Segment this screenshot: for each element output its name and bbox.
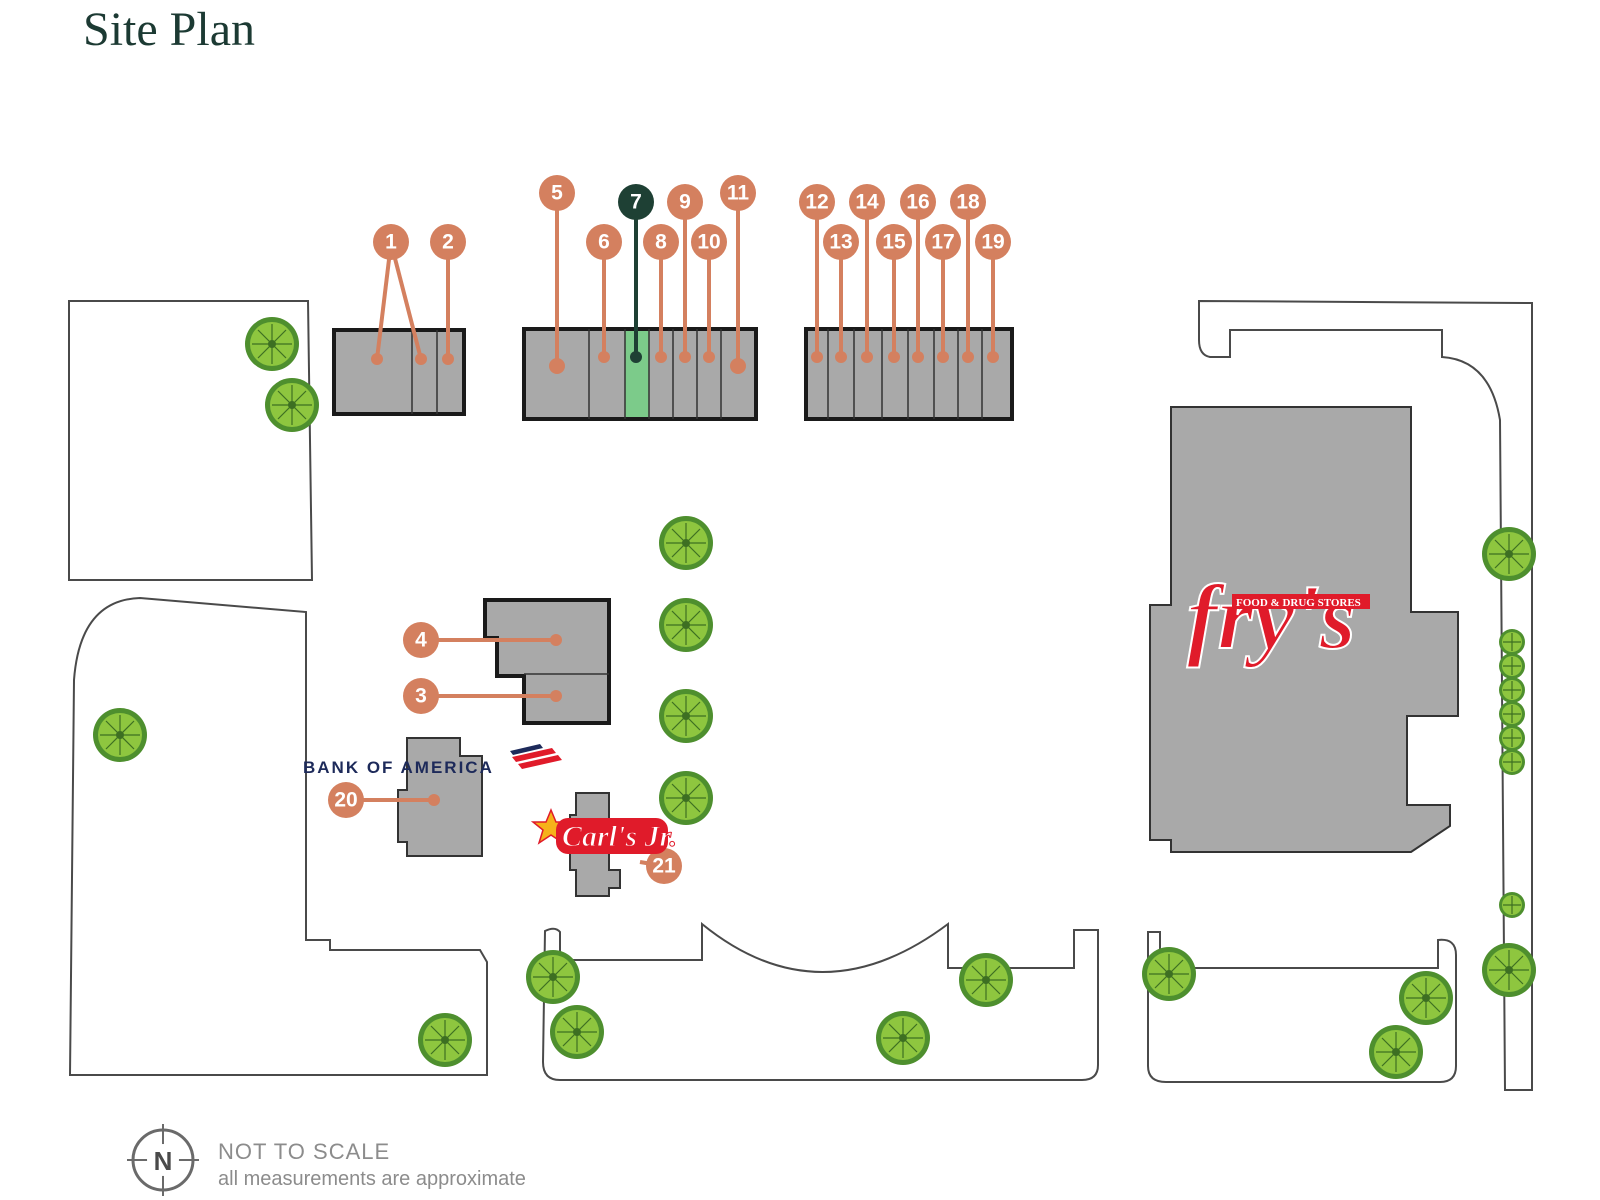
svg-text:9: 9	[679, 191, 691, 214]
building-grocery-anchor	[1149, 406, 1459, 853]
restaurant-logo: Carl's Jr.	[530, 808, 678, 854]
tree-icon	[1498, 748, 1526, 776]
svg-text:17: 17	[931, 231, 954, 254]
building-units-1-2	[332, 328, 466, 416]
grocery-logo: fry's FOOD & DRUG STORES	[1186, 565, 1370, 669]
svg-text:10: 10	[697, 231, 720, 254]
svg-text:14: 14	[855, 191, 879, 214]
tree-icon	[1498, 700, 1526, 728]
svg-text:FOOD & DRUG STORES: FOOD & DRUG STORES	[1236, 597, 1361, 609]
scale-notes: NOT TO SCALE all measurements are approx…	[218, 1138, 526, 1192]
tree-icon	[658, 515, 714, 571]
tree-icon	[1481, 526, 1537, 582]
tenant-marker-7-selected[interactable]: 7	[618, 184, 654, 220]
tree-icon	[658, 597, 714, 653]
svg-text:5: 5	[551, 182, 563, 205]
svg-text:13: 13	[829, 231, 852, 254]
not-to-scale-note: NOT TO SCALE	[218, 1139, 391, 1164]
tree-icon	[875, 1010, 931, 1066]
lot-outline-east-strip	[1198, 299, 1533, 1091]
svg-text:19: 19	[981, 231, 1004, 254]
tree-icon	[549, 1004, 605, 1060]
tenant-marker-18[interactable]: 18	[950, 184, 986, 220]
svg-text:3: 3	[415, 685, 427, 708]
tenant-marker-19[interactable]: 19	[975, 224, 1011, 260]
tenant-marker-1[interactable]: 1	[373, 224, 409, 260]
tenant-marker-5[interactable]: 5	[539, 175, 575, 211]
tree-icon	[1398, 970, 1454, 1026]
svg-text:8: 8	[655, 231, 667, 254]
tenant-marker-16[interactable]: 16	[900, 184, 936, 220]
tenant-marker-10[interactable]: 10	[691, 224, 727, 260]
page-title: Site Plan	[83, 3, 256, 56]
tree-icon	[1498, 652, 1526, 680]
svg-text:N: N	[154, 1146, 173, 1176]
svg-text:2: 2	[442, 231, 454, 254]
tenant-marker-6[interactable]: 6	[586, 224, 622, 260]
lot-outline-southeast	[1147, 931, 1457, 1083]
lot-outline-south-center	[541, 921, 1099, 1081]
tenant-marker-11[interactable]: 11	[720, 175, 756, 211]
building-bank-pad	[397, 737, 483, 857]
svg-text:18: 18	[956, 191, 980, 214]
tenant-marker-9[interactable]: 9	[667, 184, 703, 220]
tenant-marker-2[interactable]: 2	[430, 224, 466, 260]
svg-text:16: 16	[906, 191, 929, 214]
svg-text:20: 20	[334, 789, 357, 812]
tenant-marker-12[interactable]: 12	[799, 184, 835, 220]
tree-icon	[1368, 1024, 1424, 1080]
tenant-marker-13[interactable]: 13	[823, 224, 859, 260]
tree-icon	[92, 707, 148, 763]
svg-text:6: 6	[598, 231, 610, 254]
tree-icon	[958, 952, 1014, 1008]
svg-text:12: 12	[805, 191, 828, 214]
bank-logo: BANK OF AMERICA	[303, 744, 562, 777]
svg-text:BANK OF AMERICA: BANK OF AMERICA	[303, 758, 494, 777]
tenant-marker-15[interactable]: 15	[876, 224, 912, 260]
tenant-marker-17[interactable]: 17	[925, 224, 961, 260]
building-units-12-19	[804, 327, 1014, 421]
building-units-3-4	[483, 598, 611, 725]
tree-icon	[1498, 891, 1526, 919]
tree-icon	[658, 770, 714, 826]
tree-icon	[1498, 724, 1526, 752]
svg-text:1: 1	[385, 231, 397, 254]
svg-text:11: 11	[727, 182, 750, 205]
tree-icon	[1498, 676, 1526, 704]
tree-icon	[264, 377, 320, 433]
lot-outline-southwest	[68, 596, 488, 1076]
tenant-marker-4[interactable]: 4	[403, 622, 439, 658]
tree-icon	[1481, 942, 1537, 998]
north-compass-icon: N	[127, 1124, 199, 1196]
svg-text:4: 4	[415, 629, 427, 652]
tree-icon	[244, 316, 300, 372]
lot-outline-northwest	[68, 300, 314, 581]
tenant-marker-14[interactable]: 14	[849, 184, 885, 220]
tree-icon	[417, 1012, 473, 1068]
svg-text:15: 15	[882, 231, 906, 254]
tenant-marker-8[interactable]: 8	[643, 224, 679, 260]
svg-text:7: 7	[630, 191, 642, 214]
tree-icon	[658, 688, 714, 744]
tenant-marker-3[interactable]: 3	[403, 678, 439, 714]
tree-icon	[525, 949, 581, 1005]
svg-text:21: 21	[652, 855, 676, 878]
svg-text:fry's: fry's	[1187, 566, 1356, 668]
measurement-note: all measurements are approximate	[218, 1168, 526, 1190]
svg-text:Carl's Jr.: Carl's Jr.	[562, 820, 677, 853]
bank-flag-icon	[510, 744, 562, 769]
tenant-marker-20[interactable]: 20	[328, 782, 364, 818]
tree-icon	[1141, 946, 1197, 1002]
tenant-marker-21[interactable]: 21	[646, 848, 682, 884]
tree-icon	[1498, 628, 1526, 656]
